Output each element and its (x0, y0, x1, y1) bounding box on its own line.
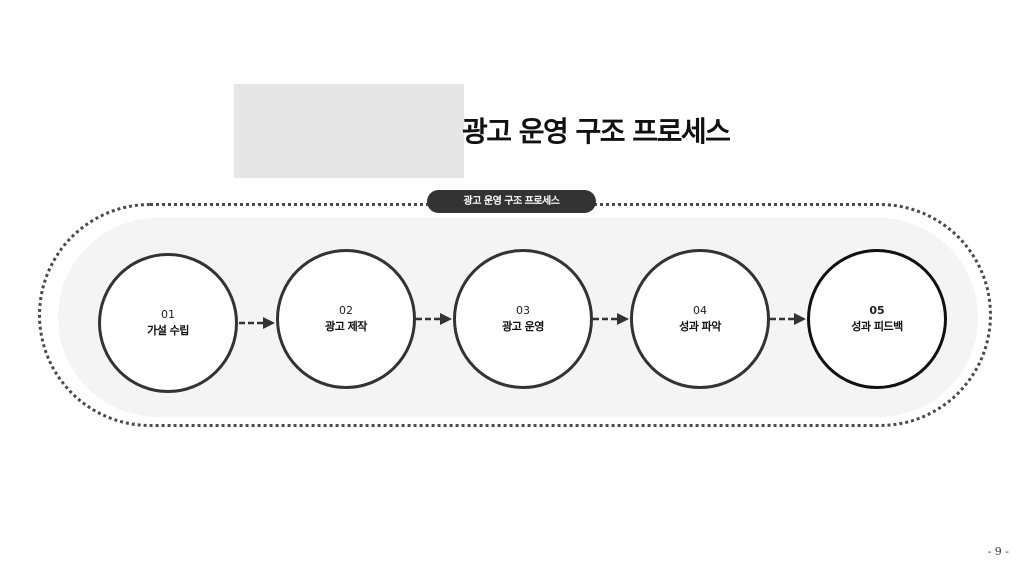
process-step-1: 01 가설 수립 (98, 253, 238, 393)
step-label: 성과 파악 (679, 320, 721, 333)
arrow-right-icon (593, 313, 629, 325)
step-number: 04 (693, 304, 707, 317)
step-label: 가설 수립 (147, 324, 189, 337)
arrow-right-icon (239, 317, 275, 329)
step-number: 03 (516, 304, 530, 317)
step-number: 02 (339, 304, 353, 317)
arrow-right-icon (416, 313, 452, 325)
step-number: 05 (869, 304, 885, 317)
title-placeholder-block (234, 84, 464, 178)
process-label-pill: 광고 운영 구조 프로세스 (427, 190, 596, 213)
slide-title: 광고 운영 구조 프로세스 (462, 115, 731, 148)
process-step-2: 02 광고 제작 (276, 249, 416, 389)
step-number: 01 (161, 308, 175, 321)
arrow-right-icon (770, 313, 806, 325)
step-label: 광고 제작 (325, 320, 367, 333)
process-step-5: 05 성과 피드백 (807, 249, 947, 389)
process-step-3: 03 광고 운영 (453, 249, 593, 389)
process-step-4: 04 성과 파악 (630, 249, 770, 389)
page-number: - 9 - (987, 545, 1009, 558)
step-label: 광고 운영 (502, 320, 544, 333)
step-label: 성과 피드백 (851, 320, 903, 333)
